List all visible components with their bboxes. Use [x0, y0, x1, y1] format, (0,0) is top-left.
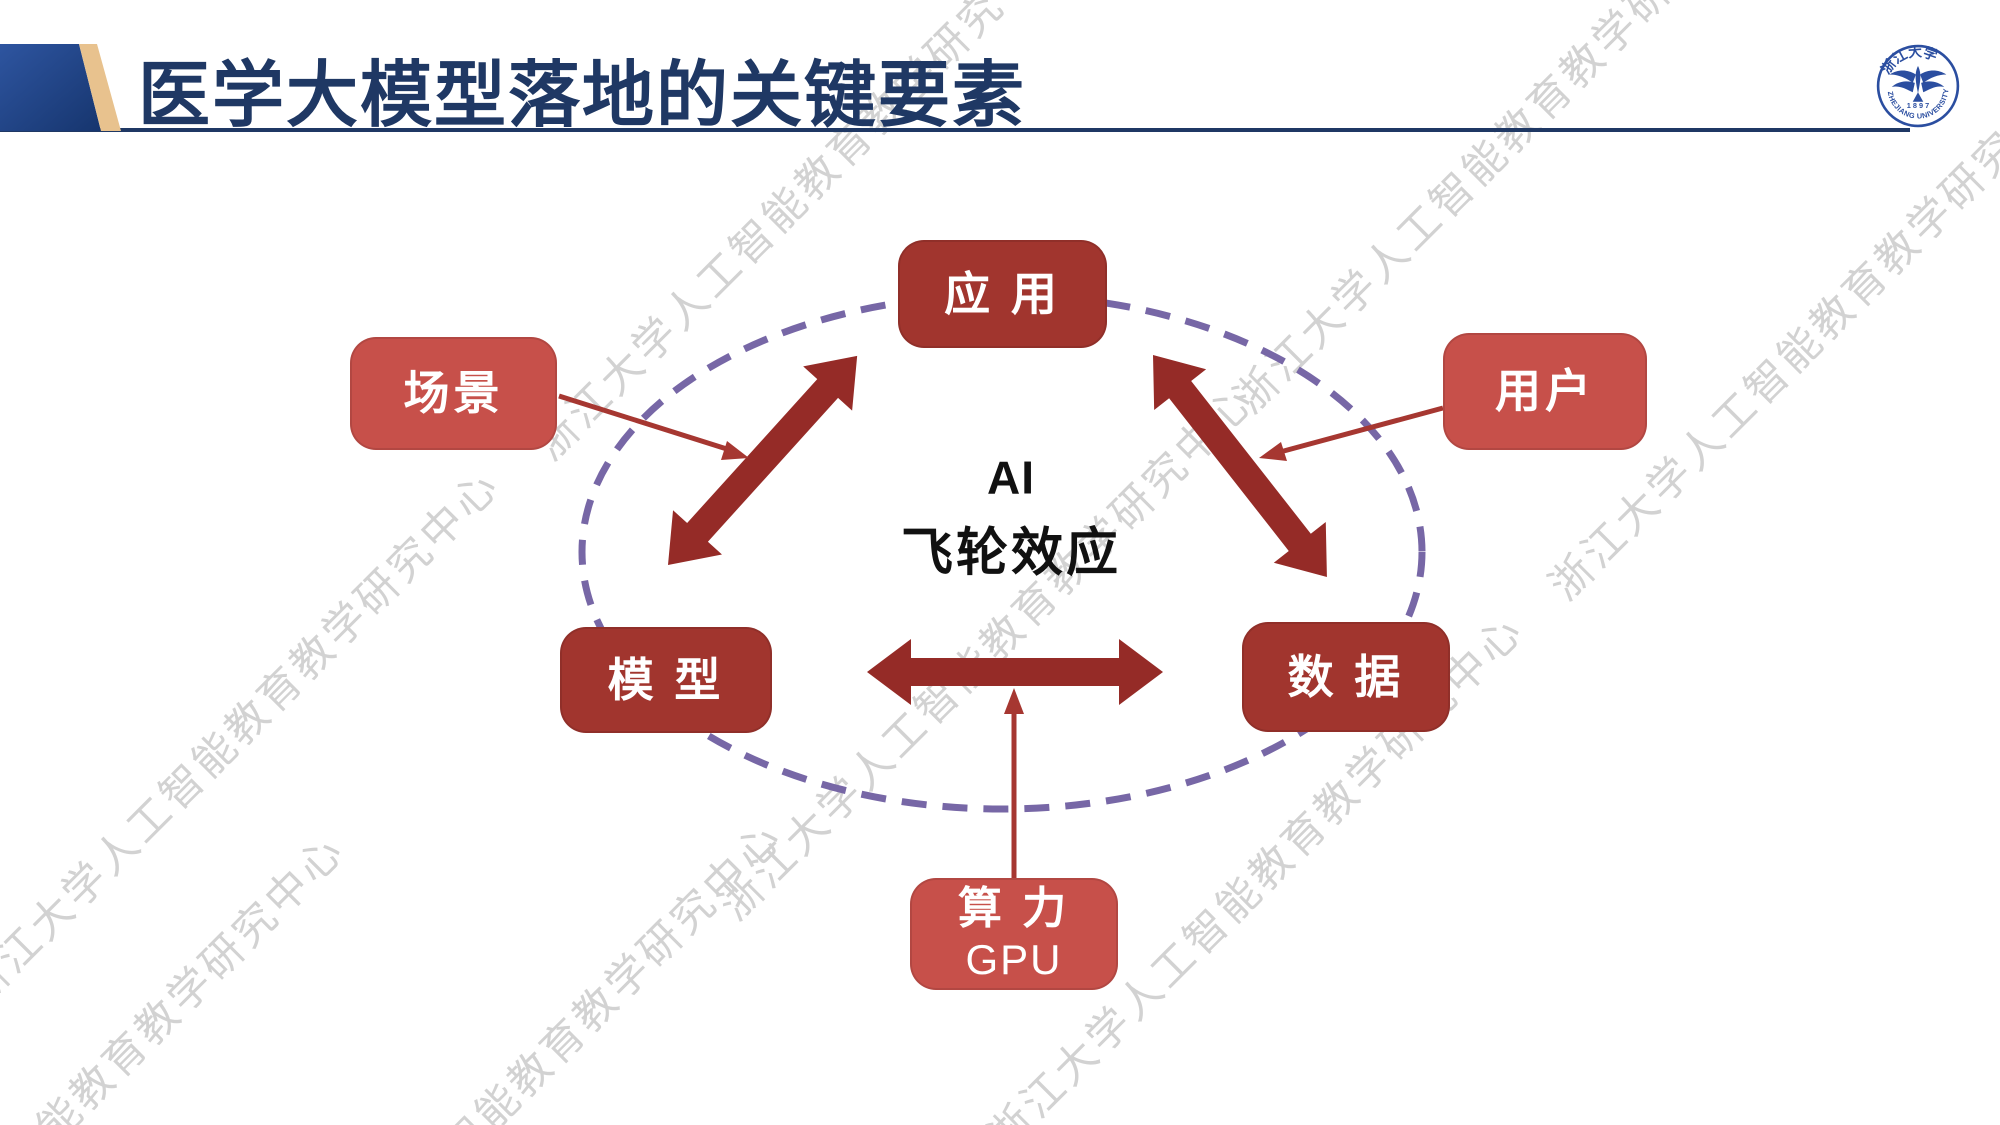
flywheel-label-line2: 飞轮效应 — [900, 524, 1122, 583]
header-tan-stripe — [79, 44, 121, 131]
title-rule — [0, 128, 1910, 132]
node-application-label: 应 用 — [944, 267, 1061, 320]
flywheel-label-line1: AI — [986, 451, 1035, 504]
arrow-app-data — [1153, 355, 1327, 577]
node-user-label: 用户 — [1495, 365, 1595, 418]
node-data: 数 据 — [1242, 622, 1450, 732]
node-compute: 算 力 GPU — [910, 878, 1118, 990]
node-model: 模 型 — [560, 627, 772, 733]
node-data-label: 数 据 — [1287, 650, 1405, 703]
header-blue-shape — [0, 44, 101, 131]
eagle-icon — [1889, 66, 1947, 102]
node-model-label: 模 型 — [607, 653, 725, 706]
node-application: 应 用 — [898, 240, 1107, 348]
node-compute-sublabel: GPU — [965, 936, 1063, 984]
header-accent-shapes — [0, 44, 121, 131]
node-compute-label: 算 力 — [957, 883, 1071, 933]
logo-ring — [1876, 44, 1960, 128]
arrow-model-data — [867, 639, 1163, 705]
logo-year: 1 8 9 7 — [1907, 101, 1929, 110]
node-user: 用户 — [1443, 333, 1647, 450]
page-title: 医学大模型落地的关键要素 — [138, 56, 1027, 136]
arrow-user — [1259, 405, 1444, 461]
slide-header: 医学大模型落地的关键要素 浙江大学 1 8 9 7 ZHEJIANG UNIVE — [0, 0, 2000, 140]
node-scene-label: 场景 — [403, 367, 504, 420]
arrow-model-app — [668, 355, 858, 565]
zhejiang-university-logo: 浙江大学 1 8 9 7 ZHEJIANG UNIVERSITY — [1876, 44, 1960, 128]
arrow-scene — [558, 393, 749, 460]
node-scene: 场景 — [350, 337, 557, 450]
flywheel-center-label: AI 飞轮效应 — [901, 451, 1121, 586]
arrow-compute — [1004, 688, 1024, 885]
